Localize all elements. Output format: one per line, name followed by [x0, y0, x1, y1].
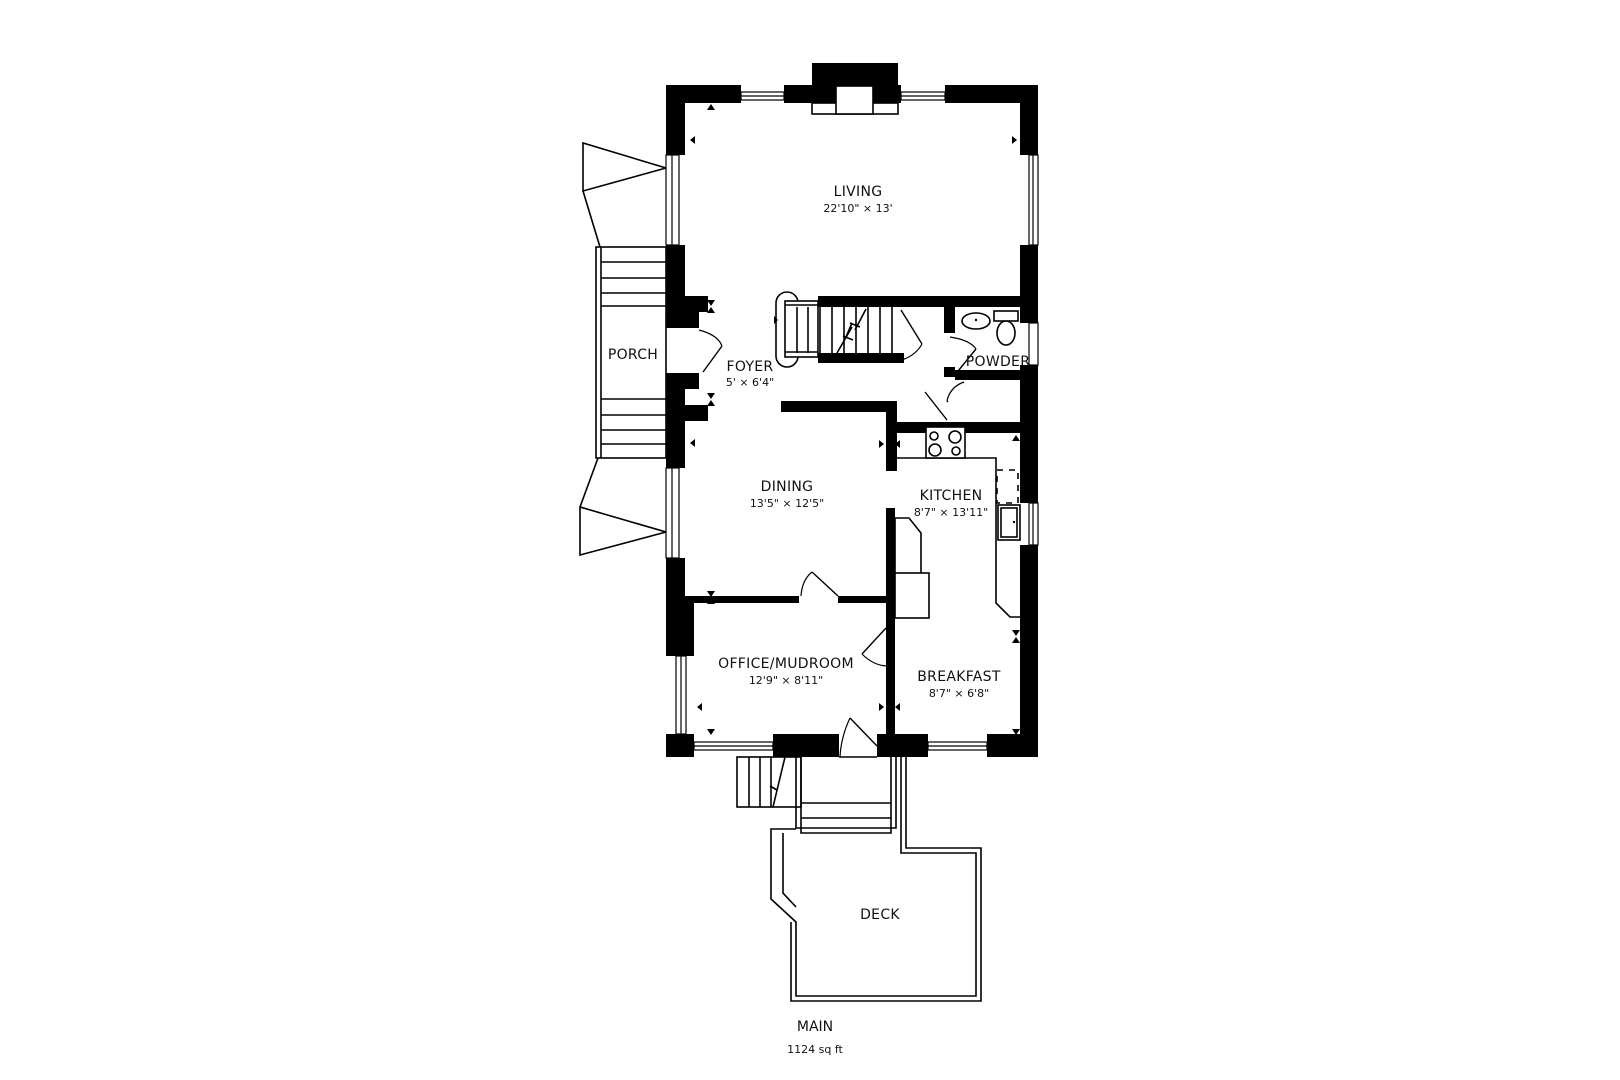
dimension-markers	[690, 104, 1025, 735]
room-dining: DINING 13'5" × 12'5"	[750, 479, 824, 510]
fireplace-firebox	[835, 85, 874, 115]
room-dimensions: 8'7" × 6'8"	[929, 687, 989, 700]
porch-lower-wedge	[579, 505, 669, 557]
toilet-icon	[996, 320, 1016, 346]
room-name: DINING	[761, 479, 814, 495]
room-name: DECK	[860, 907, 900, 923]
staircase	[775, 291, 893, 368]
doors	[698, 309, 977, 758]
exterior-walls	[665, 63, 1039, 757]
kitchen-fixtures	[894, 426, 1021, 619]
kitchen-peninsula	[894, 517, 922, 584]
room-dimensions: 12'9" × 8'11"	[749, 674, 823, 687]
side-steps	[736, 756, 802, 808]
room-name: BREAKFAST	[917, 669, 1001, 685]
room-name: POWDER	[966, 354, 1030, 370]
office-breakfast-door	[861, 627, 887, 655]
porch	[579, 141, 669, 557]
room-breakfast: BREAKFAST 8'7" × 6'8"	[917, 669, 1001, 700]
room-kitchen: KITCHEN 8'7" × 13'11"	[914, 488, 988, 519]
room-deck: DECK	[860, 907, 900, 923]
porch-upper-wedge	[582, 141, 669, 193]
room-foyer: FOYER 5' × 6'4"	[726, 359, 774, 389]
back-door	[849, 717, 878, 747]
floor-area: 1124 sq ft	[787, 1043, 843, 1056]
room-porch: PORCH	[608, 347, 658, 363]
room-dimensions: 13'5" × 12'5"	[750, 497, 824, 510]
room-dimensions: 8'7" × 13'11"	[914, 506, 988, 519]
room-living: LIVING 22'10" × 13'	[823, 184, 892, 215]
room-dimensions: 22'10" × 13'	[823, 202, 892, 215]
room-name: PORCH	[608, 347, 658, 363]
fridge-outline	[996, 469, 1019, 504]
room-dimensions: 5' × 6'4"	[726, 376, 774, 389]
room-name: FOYER	[727, 359, 774, 375]
room-name: KITCHEN	[920, 488, 983, 504]
powder-fixtures	[961, 310, 1019, 346]
front-door	[702, 345, 723, 373]
room-name: LIVING	[834, 184, 883, 200]
deck	[736, 756, 982, 1002]
room-office-mudroom: OFFICE/MUDROOM 12'9" × 8'11"	[718, 656, 854, 687]
dining-office-door	[811, 571, 839, 597]
powder-door	[953, 348, 977, 377]
room-powder: POWDER	[966, 354, 1030, 370]
floor-caption: MAIN 1124 sq ft	[787, 1019, 843, 1056]
room-name: OFFICE/MUDROOM	[718, 656, 854, 672]
floor-name: MAIN	[797, 1019, 833, 1035]
